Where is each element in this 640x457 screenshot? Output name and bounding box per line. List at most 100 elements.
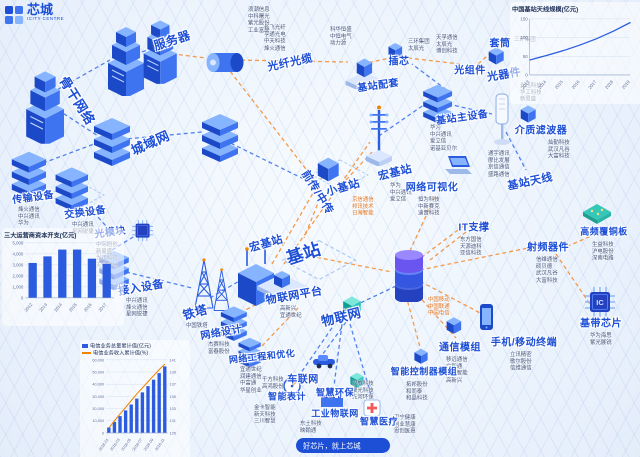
company-name: 中兴通讯 bbox=[18, 213, 40, 220]
telecom-tower-icon bbox=[188, 258, 220, 315]
legend-row: 电信业务收入累计值(%) bbox=[82, 349, 188, 356]
company-list-mobile-terminal: 立讯精密歌尔股份信维通信 bbox=[510, 351, 546, 386]
company-name: 浪潮信息 bbox=[248, 6, 270, 12]
svg-text:IC: IC bbox=[596, 298, 604, 307]
svg-text:3,000: 3,000 bbox=[12, 262, 23, 267]
company-name: 太辰光 bbox=[436, 41, 453, 48]
company-list-fiber-cable: 长飞光纤亨通光电中天科技烽火通信 bbox=[264, 24, 300, 71]
svg-text:2016: 2016 bbox=[83, 302, 93, 313]
macro-antenna-mast-icon bbox=[362, 104, 396, 171]
company-name: 动力源 bbox=[330, 40, 347, 47]
dielectric-filter-unit-icon bbox=[518, 100, 538, 127]
svg-text:2012: 2012 bbox=[23, 302, 33, 313]
company-name: 烽火通信 bbox=[126, 304, 148, 311]
company-name: 宜通世纪 bbox=[280, 312, 302, 319]
svg-text:139: 139 bbox=[170, 370, 176, 374]
svg-text:2,000: 2,000 bbox=[12, 273, 23, 278]
fiber-cable-reel-icon bbox=[204, 48, 246, 83]
chart-antenna-title: 中国基站天线规模(亿元) bbox=[512, 6, 579, 14]
svg-text:131: 131 bbox=[170, 419, 176, 423]
svg-text:129: 129 bbox=[170, 431, 176, 435]
svg-text:60,000: 60,000 bbox=[92, 358, 104, 362]
company-list-tower: 中国铁塔 bbox=[186, 322, 222, 334]
company-name: 中兴通讯 bbox=[72, 221, 94, 227]
company-name: 和而泰 bbox=[406, 388, 423, 395]
svg-text:2018-09: 2018-09 bbox=[143, 438, 154, 452]
optical-module-chip-icon bbox=[130, 218, 155, 247]
company-name: 汉威科技 bbox=[352, 380, 374, 386]
company-list-bs-main-equipment: 华为中兴通讯爱立信诺基亚贝尔 bbox=[430, 124, 475, 171]
svg-text:2018-07: 2018-07 bbox=[132, 438, 143, 452]
company-name: 和晶科技 bbox=[406, 395, 428, 402]
company-list-dielectric-filter: 灿勤科技武汉凡谷大富科技 bbox=[548, 139, 584, 174]
company-name: 武汉凡谷 bbox=[536, 270, 558, 277]
company-name: 摩比发展 bbox=[488, 157, 510, 164]
logo-icon bbox=[5, 5, 23, 24]
company-list-it-support: 东方国信天源迪科亚信科技 bbox=[460, 236, 496, 271]
logo-title: 芯城 bbox=[27, 2, 54, 17]
company-name: 科华恒盛 bbox=[330, 26, 352, 32]
company-list-server: 浪潮信息中科曙光紫光股份工业富联 bbox=[248, 6, 284, 53]
svg-text:0: 0 bbox=[21, 295, 24, 300]
company-name: 星网锐捷 bbox=[126, 311, 148, 318]
telecom-combo-chart-svg: 010,00020,00030,00040,00050,00060,000129… bbox=[92, 358, 176, 452]
company-name: 华为 bbox=[430, 124, 441, 130]
company-list-smart-healthcare: 卫宁健康创业慧康思创医惠 bbox=[394, 414, 430, 449]
node-label-tower: 铁塔 bbox=[181, 302, 210, 323]
company-name: 爱立信 bbox=[390, 196, 407, 203]
company-name: 盛路通信 bbox=[488, 171, 510, 178]
node-label-optical-components: 光组件 bbox=[454, 65, 486, 77]
svg-text:2018-11: 2018-11 bbox=[154, 438, 165, 452]
company-list-comm-module: 移远通信广和通日海智能高新兴 bbox=[446, 356, 482, 403]
smartphone-icon bbox=[476, 302, 496, 339]
brand-logo[interactable]: 芯城 ICITY CENTRE bbox=[4, 3, 101, 26]
company-name: 紫光展锐 bbox=[590, 339, 612, 346]
node-label-hf-copper-board: 高频覆铜板 bbox=[580, 226, 628, 237]
company-name: 生益科技 bbox=[592, 241, 614, 247]
node-label-smart-environment: 智慧环保 bbox=[315, 387, 355, 398]
company-list-industrial-iot: 东土科技映翰通 bbox=[300, 420, 336, 443]
company-name: 亨通光电 bbox=[264, 31, 286, 38]
company-name: 中富通 bbox=[240, 380, 257, 387]
company-name: 思创医惠 bbox=[394, 428, 416, 435]
company-name: 灿勤科技 bbox=[548, 139, 570, 145]
company-name: 博创科技 bbox=[436, 48, 458, 55]
node-label-network-visualization: 网络可视化 bbox=[405, 182, 459, 194]
company-name: 中国电信 bbox=[428, 310, 450, 317]
company-name: 硕贝德 bbox=[536, 263, 553, 270]
svg-text:2018-01: 2018-01 bbox=[98, 438, 109, 452]
svg-text:2015: 2015 bbox=[554, 79, 564, 90]
node-label-dielectric-filter: 介质滤波器 bbox=[514, 125, 568, 137]
company-name: 天孚通信 bbox=[436, 34, 458, 40]
svg-text:141: 141 bbox=[170, 358, 176, 362]
company-name: 华星创业 bbox=[240, 387, 262, 394]
node-label-iot: 物联网 bbox=[319, 304, 363, 330]
server-tower-icon bbox=[104, 20, 148, 101]
svg-text:2018-03: 2018-03 bbox=[110, 438, 121, 452]
svg-text:5,000: 5,000 bbox=[12, 240, 23, 245]
company-list-bs-antenna: 通宇通讯摩比发展京信通信盛路通信 bbox=[488, 150, 524, 197]
company-name: 先河环保 bbox=[352, 394, 374, 401]
company-name: 京信通信 bbox=[352, 196, 374, 202]
node-label-industrial-iot: 工业物联网 bbox=[311, 408, 359, 419]
company-name: 爱立信 bbox=[430, 138, 447, 145]
company-list-network-design: 杰赛科技富春股份 bbox=[208, 341, 244, 364]
company-name: 中恒电气 bbox=[330, 33, 352, 40]
company-name: 武汉凡谷 bbox=[548, 146, 570, 153]
company-name: 歌尔股份 bbox=[510, 358, 532, 365]
svg-text:2017: 2017 bbox=[97, 302, 107, 313]
svg-text:30,000: 30,000 bbox=[92, 395, 104, 399]
smart-meter-gauge-icon bbox=[282, 376, 302, 401]
metro-switch-stack-icon bbox=[90, 112, 134, 173]
svg-text:10,000: 10,000 bbox=[92, 419, 104, 423]
company-name: 烽火通信 bbox=[264, 45, 286, 52]
company-list-rf-components: 信维通信硕贝德武汉凡谷大富科技 bbox=[536, 256, 572, 303]
svg-text:0: 0 bbox=[102, 431, 104, 435]
company-list-network-engineering: 宜通世纪润建通信中富通华星创业 bbox=[240, 366, 276, 413]
company-name: 立讯精密 bbox=[510, 351, 532, 357]
svg-text:1,000: 1,000 bbox=[12, 284, 23, 289]
svg-text:2018: 2018 bbox=[604, 79, 614, 90]
